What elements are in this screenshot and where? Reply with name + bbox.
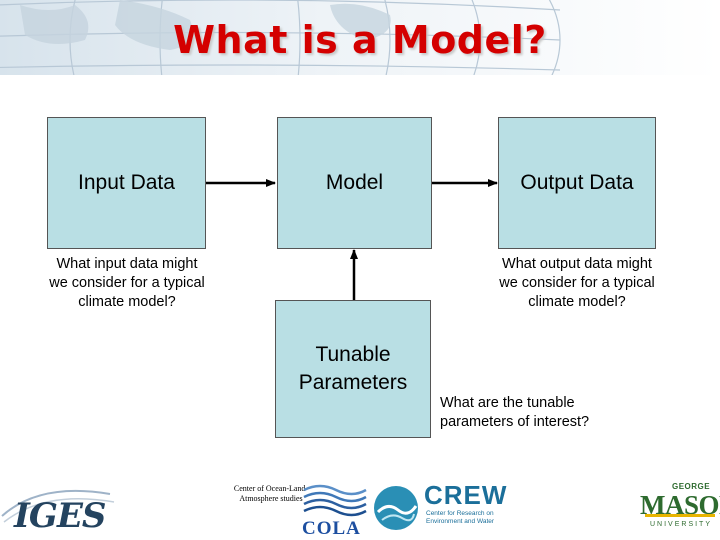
crew-subtitle: Center for Research on Environment and W… [426, 510, 494, 526]
iges-swirl-graphic [1, 489, 115, 523]
output-question: What output data might we consider for a… [472, 255, 682, 312]
input-question-line2: we consider for a typical [49, 275, 205, 291]
footer-logos: IGES Center of Ocean-Land- Atmosphere st… [0, 480, 720, 540]
input-question-line1: What input data might [56, 256, 198, 272]
crew-subtitle-line1: Center for Research on [426, 510, 494, 517]
tunable-parameters-box: Tunable Parameters [275, 300, 431, 438]
gmu-gold-accent [645, 514, 715, 517]
iges-logo: IGES [14, 496, 106, 536]
globe-banner-graphic [0, 0, 720, 75]
crew-globe-icon [374, 486, 418, 530]
cola-waves-graphic [303, 484, 367, 517]
cola-caption-line2: Atmosphere studies [239, 494, 303, 503]
tunable-label-line2: Parameters [298, 371, 408, 394]
input-data-label: Input Data [78, 171, 175, 194]
input-question: What input data might we consider for a … [22, 255, 232, 312]
crew-logo: CREW [424, 480, 508, 510]
page-title: What is a Model? [173, 18, 547, 62]
cola-caption-line1: Center of Ocean-Land- [233, 484, 309, 493]
cola-logo: COLA [302, 518, 361, 539]
tunable-question-line2: parameters of interest? [440, 414, 590, 430]
crew-subtitle-line2: Environment and Water [426, 518, 495, 525]
output-question-line1: What output data might [502, 256, 652, 272]
gmu-logo-top: GEORGE [672, 482, 711, 491]
output-data-box: Output Data [498, 117, 656, 249]
gmu-logo-bottom: UNIVERSITY [650, 521, 713, 528]
input-question-line3: climate model? [78, 294, 176, 310]
output-question-line2: we consider for a typical [499, 275, 655, 291]
output-question-line3: climate model? [528, 294, 626, 310]
tunable-question-line1: What are the tunable [440, 395, 575, 411]
tunable-label-line1: Tunable [315, 343, 391, 366]
tunable-question: What are the tunable parameters of inter… [440, 394, 640, 432]
model-box: Model [277, 117, 432, 249]
input-data-box: Input Data [47, 117, 206, 249]
output-data-label: Output Data [520, 171, 634, 194]
cola-caption: Center of Ocean-Land- Atmosphere studies [226, 484, 316, 504]
model-label: Model [325, 171, 384, 194]
